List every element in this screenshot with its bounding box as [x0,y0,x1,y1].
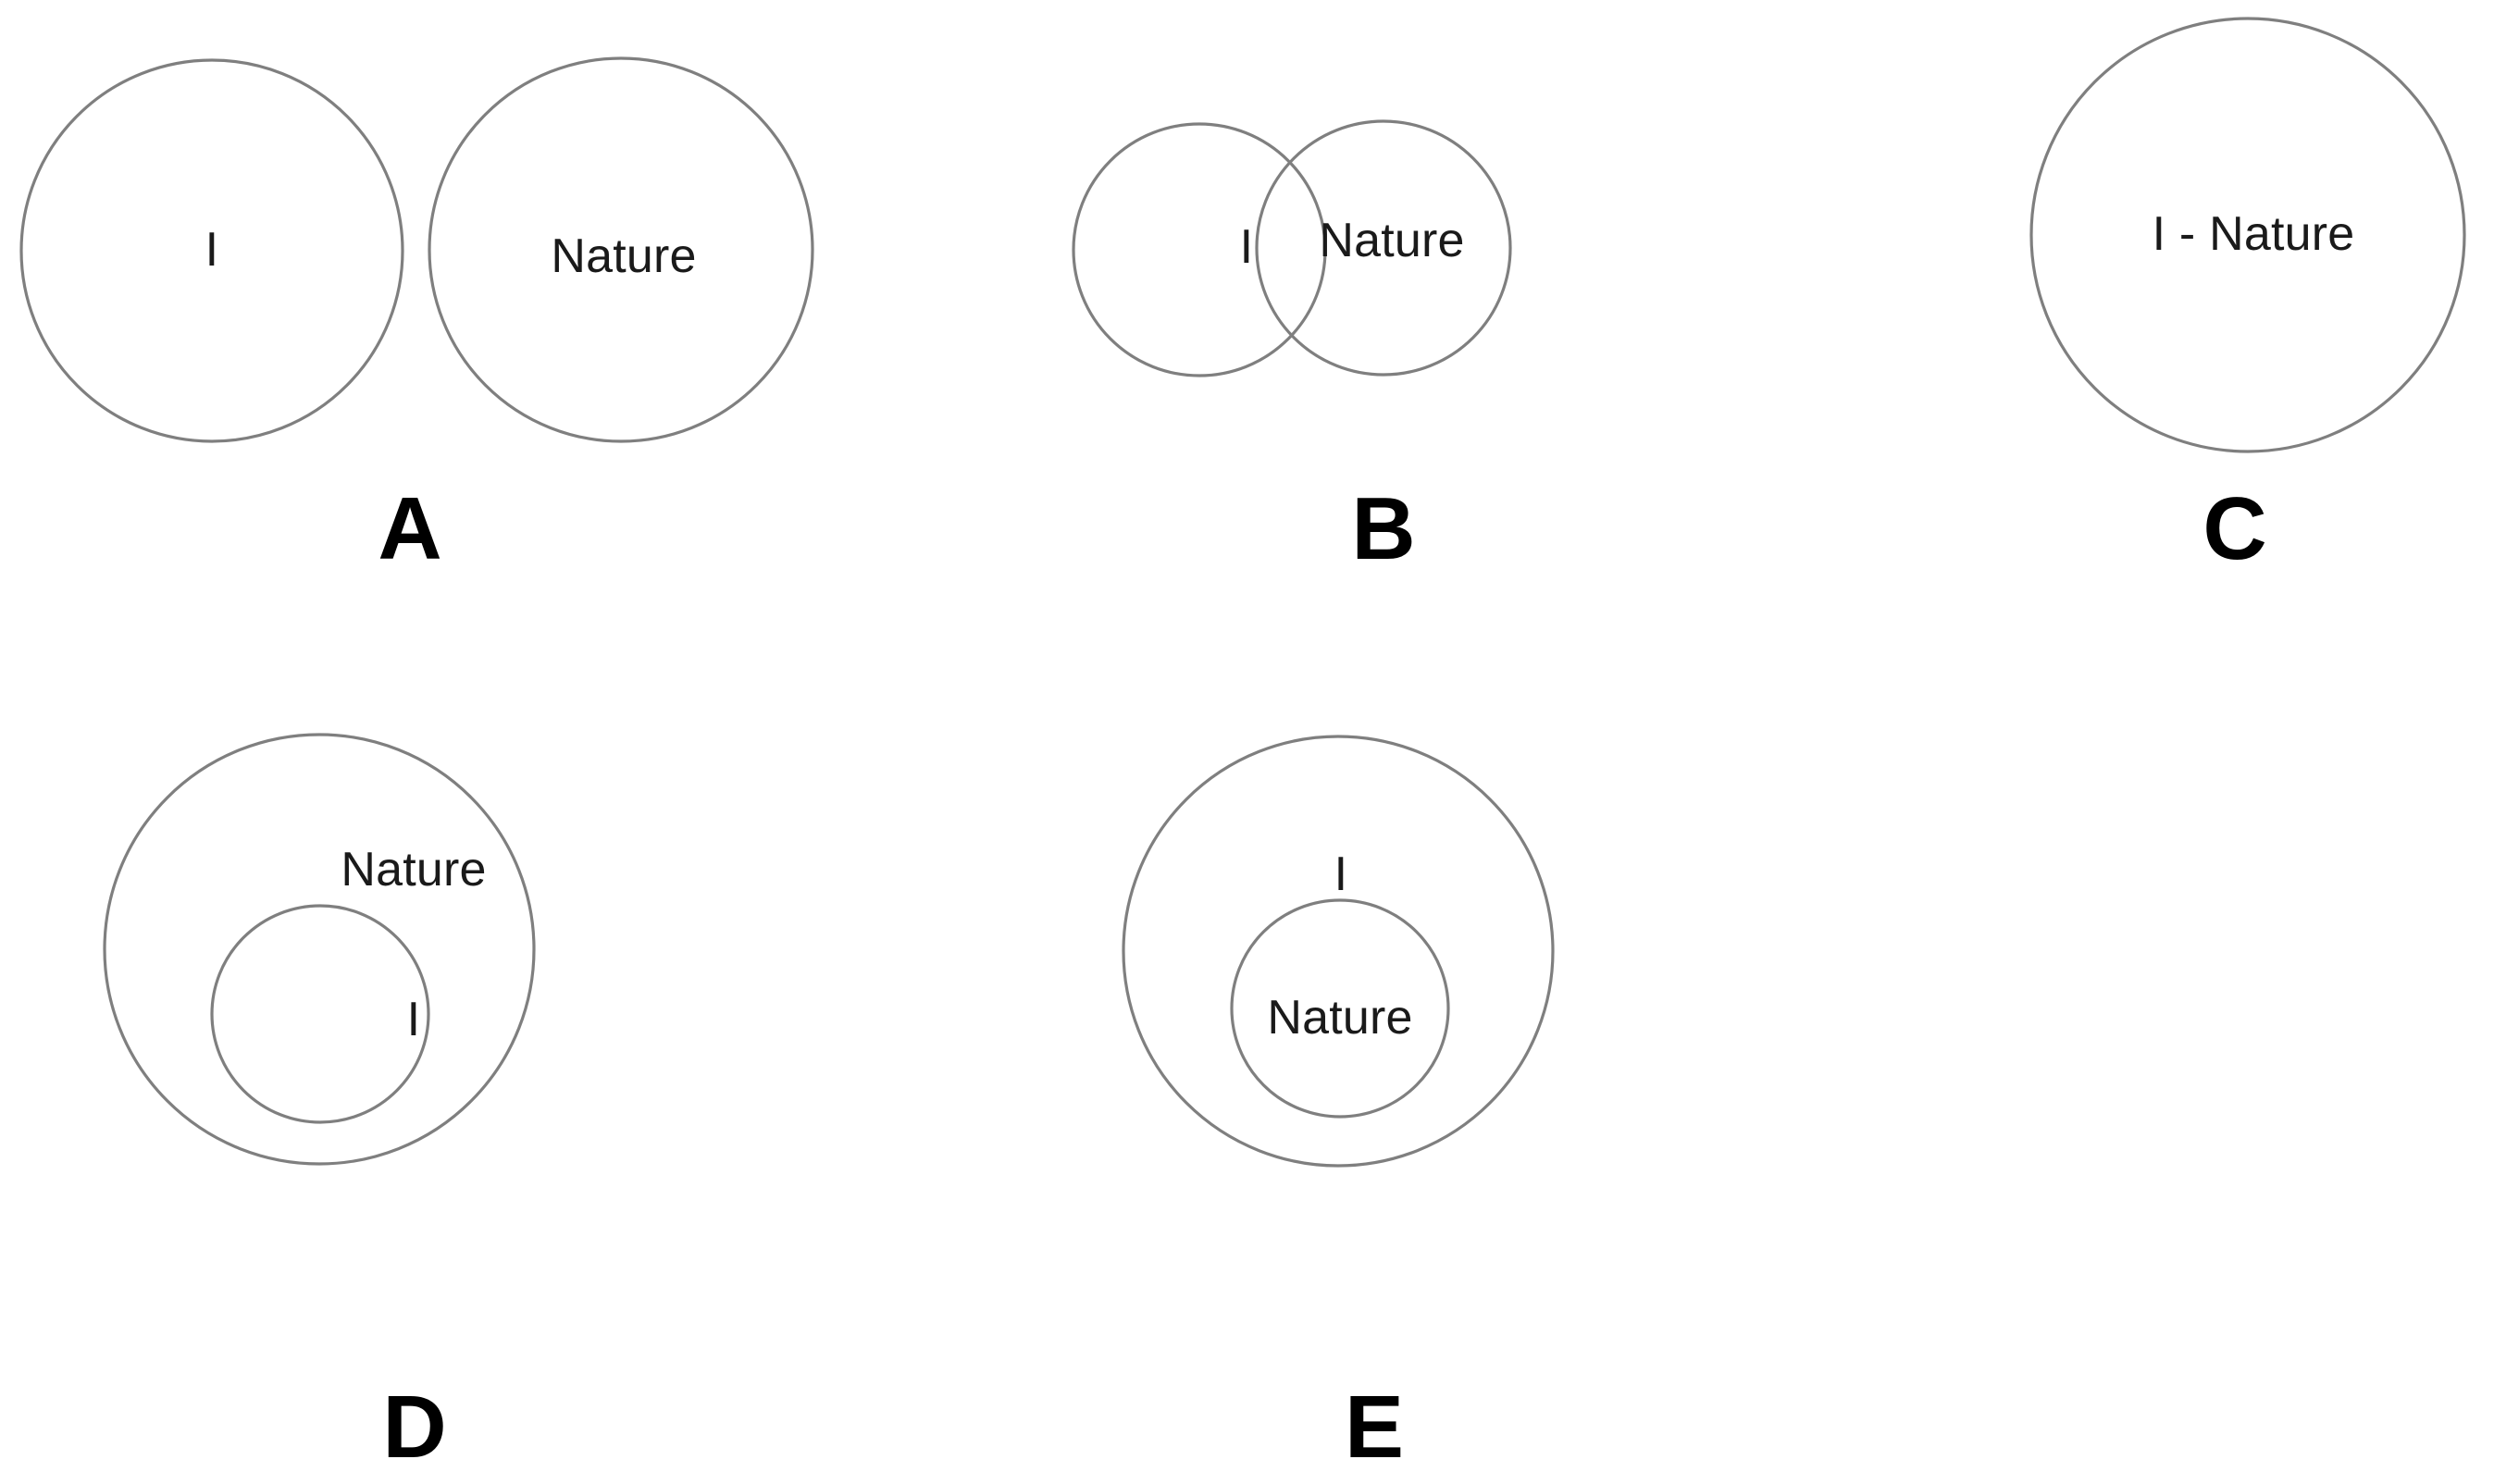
circle-i [19,58,404,443]
circle-i-inner [210,904,430,1124]
circle-i [1072,122,1327,377]
panel-letter-c: C [2202,479,2267,578]
panel-letter-e: E [1344,1378,1405,1477]
panel-letter-b: B [1351,479,1416,578]
label-i: I [1334,847,1348,901]
panel-letter-d: D [382,1378,447,1477]
panel-b-circles [1072,119,1512,377]
panel-c-circles [2029,17,2466,453]
circle-nature-inner [1230,898,1450,1119]
circle-nature [1255,119,1512,377]
label-i: I [1239,220,1254,274]
panel-d-circles [103,733,536,1166]
panel-a-circles [19,56,814,443]
label-i: I [406,993,421,1046]
label-i-nature: I - Nature [2152,207,2355,261]
panel-b: I Nature B [1064,0,1582,611]
panel-d: Nature I D [74,694,722,1484]
panel-e: I Nature E [1092,694,1740,1484]
label-nature: Nature [341,843,487,897]
panel-a: I Nature A [0,0,833,611]
panel-c: I - Nature C [1990,0,2494,611]
circle-i-outer [1122,735,1555,1168]
label-nature: Nature [551,229,697,283]
circle-nature [428,56,814,443]
label-i: I [205,223,219,277]
label-nature: Nature [1319,214,1465,267]
panel-letter-a: A [378,479,442,578]
panel-e-circles [1122,735,1555,1168]
circle-i-nature [2029,17,2466,453]
label-nature: Nature [1267,991,1413,1045]
circle-nature-outer [103,733,536,1166]
